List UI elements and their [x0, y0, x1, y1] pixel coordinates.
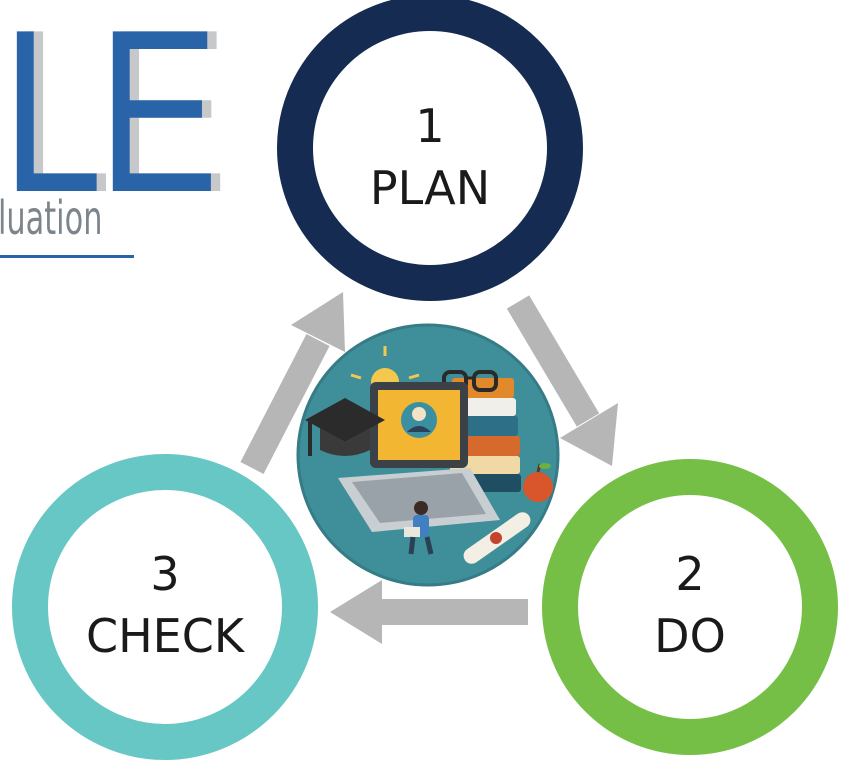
student-icon	[404, 501, 434, 555]
page-subtitle: luation	[0, 191, 103, 245]
laptop-icon	[338, 382, 500, 532]
plan-step-label: PLAN	[370, 161, 490, 215]
page-title: LE	[2, 0, 219, 241]
education-illustration	[296, 323, 560, 587]
do-step-number: 2	[675, 547, 704, 601]
cycle-arrows	[240, 292, 618, 644]
check-step-number: 3	[150, 547, 179, 601]
plan-ring	[277, 0, 583, 301]
arrow-do-to-check	[330, 580, 528, 644]
step-check: 3 CHECK	[12, 454, 318, 760]
graduation-cap-icon	[305, 398, 385, 456]
do-ring	[542, 459, 838, 755]
step-do: 2 DO	[542, 459, 838, 755]
step-plan: 1 PLAN	[277, 0, 583, 301]
arrow-check-to-plan	[240, 292, 345, 474]
apple-icon	[523, 463, 553, 502]
check-ring	[12, 454, 318, 760]
check-step-label: CHECK	[86, 609, 246, 663]
plan-step-number: 1	[415, 99, 444, 153]
diploma-icon	[463, 512, 531, 564]
do-step-label: DO	[654, 609, 726, 663]
arrow-plan-to-do	[506, 295, 618, 466]
title-underline	[0, 255, 134, 258]
